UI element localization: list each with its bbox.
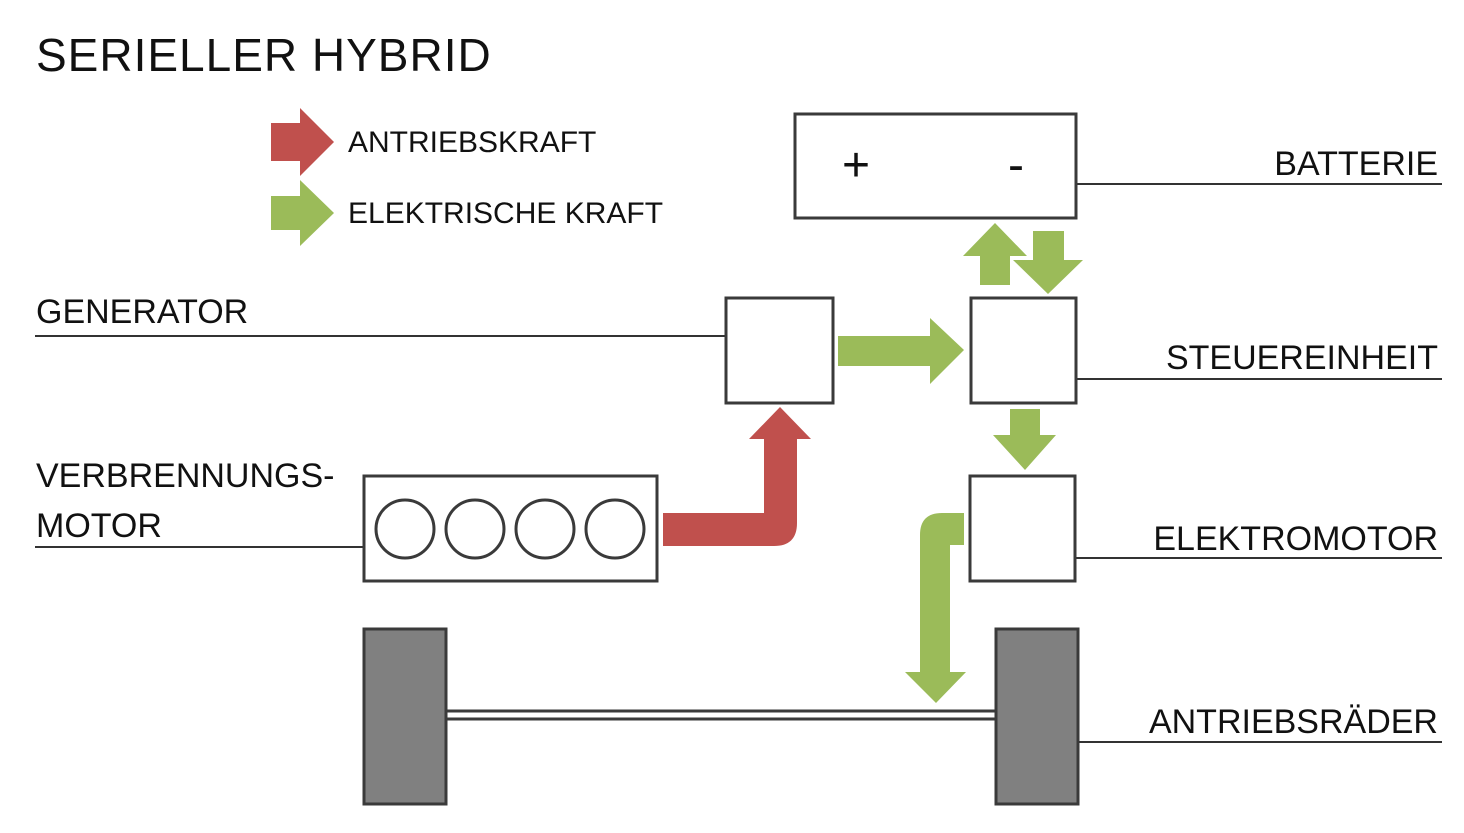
control-unit-label: STEUEREINHEIT bbox=[1165, 339, 1438, 377]
page-title: SERIELLER HYBRID bbox=[36, 29, 492, 81]
engine-label-line2: MOTOR bbox=[36, 507, 162, 545]
generator-box bbox=[724, 296, 835, 405]
mechanical-power-arrow bbox=[663, 407, 811, 546]
control-to-motor-arrow bbox=[993, 409, 1056, 470]
motor-to-wheels-arrow bbox=[905, 513, 966, 703]
legend-green-arrow-icon bbox=[271, 180, 334, 246]
leader-lines bbox=[35, 183, 1442, 743]
electric-motor-box bbox=[968, 474, 1077, 583]
battery-label: BATTERIE bbox=[1274, 145, 1438, 183]
engine-cylinders bbox=[374, 498, 646, 560]
legend-red-arrow-icon bbox=[271, 108, 334, 176]
battery-plus-sign: + bbox=[842, 139, 871, 192]
drive-wheels-label: ANTRIEBSRÄDER bbox=[1148, 703, 1438, 741]
battery-to-control-arrow bbox=[1013, 231, 1083, 294]
cylinder-icon bbox=[584, 498, 646, 560]
cylinder-icon bbox=[514, 498, 576, 560]
legend-mechanical-label: ANTRIEBSKRAFT bbox=[348, 126, 597, 159]
cylinder-icon bbox=[444, 498, 506, 560]
engine-label-line1: VERBRENNUNGS- bbox=[36, 457, 335, 495]
control-to-battery-arrow bbox=[963, 223, 1027, 285]
generator-to-control-arrow bbox=[838, 318, 964, 384]
control-unit-box bbox=[969, 296, 1078, 405]
cylinder-icon bbox=[374, 498, 436, 560]
legend-electrical-label: ELEKTRISCHE KRAFT bbox=[348, 197, 664, 230]
generator-label: GENERATOR bbox=[36, 293, 249, 331]
left-wheel bbox=[362, 627, 448, 806]
electric-motor-label: ELEKTROMOTOR bbox=[1153, 520, 1438, 558]
right-wheel bbox=[994, 627, 1080, 806]
battery-minus-sign: - bbox=[1008, 139, 1024, 192]
battery-box bbox=[793, 112, 1078, 220]
